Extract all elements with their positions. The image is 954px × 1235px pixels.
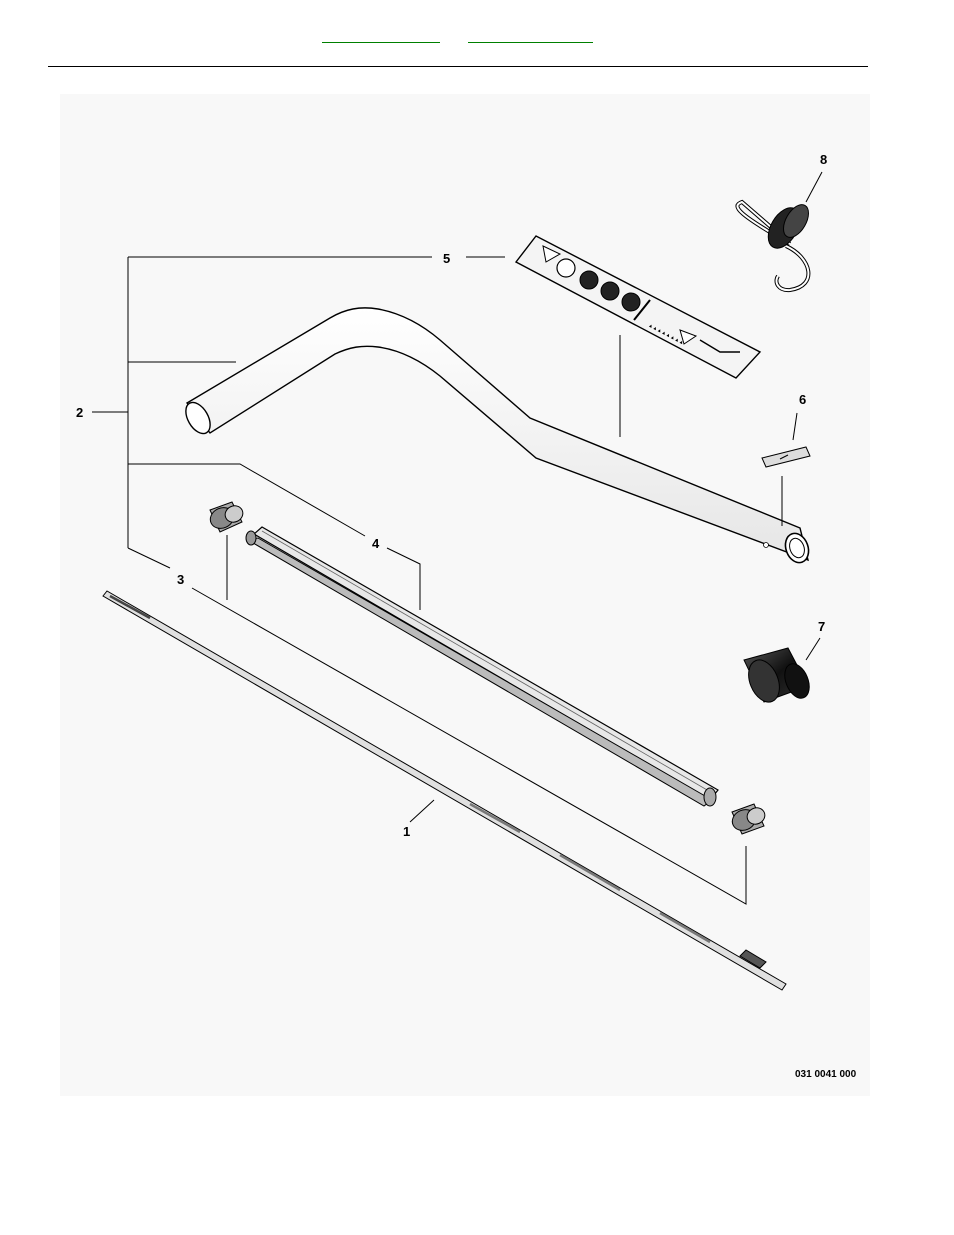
liner-part bbox=[246, 527, 718, 806]
bushing-bottom-part bbox=[729, 804, 768, 834]
callout-1: 1 bbox=[403, 824, 410, 839]
callout-5: 5 bbox=[443, 251, 450, 266]
callout-6: 6 bbox=[799, 392, 806, 407]
callout-3: 3 bbox=[177, 572, 184, 587]
callout-2: 2 bbox=[76, 405, 83, 420]
bushing-top-part bbox=[207, 502, 246, 532]
hanger-hook-part bbox=[737, 172, 822, 290]
callout-7: 7 bbox=[818, 619, 825, 634]
figure-number: 031 0041 000 bbox=[795, 1069, 857, 1080]
plate-part bbox=[762, 413, 810, 467]
callout-8: 8 bbox=[820, 152, 827, 167]
callout-4: 4 bbox=[372, 536, 380, 551]
warning-decal: ▲▲▲▲▲▲▲▲ bbox=[516, 236, 760, 378]
grip-part bbox=[743, 638, 820, 707]
